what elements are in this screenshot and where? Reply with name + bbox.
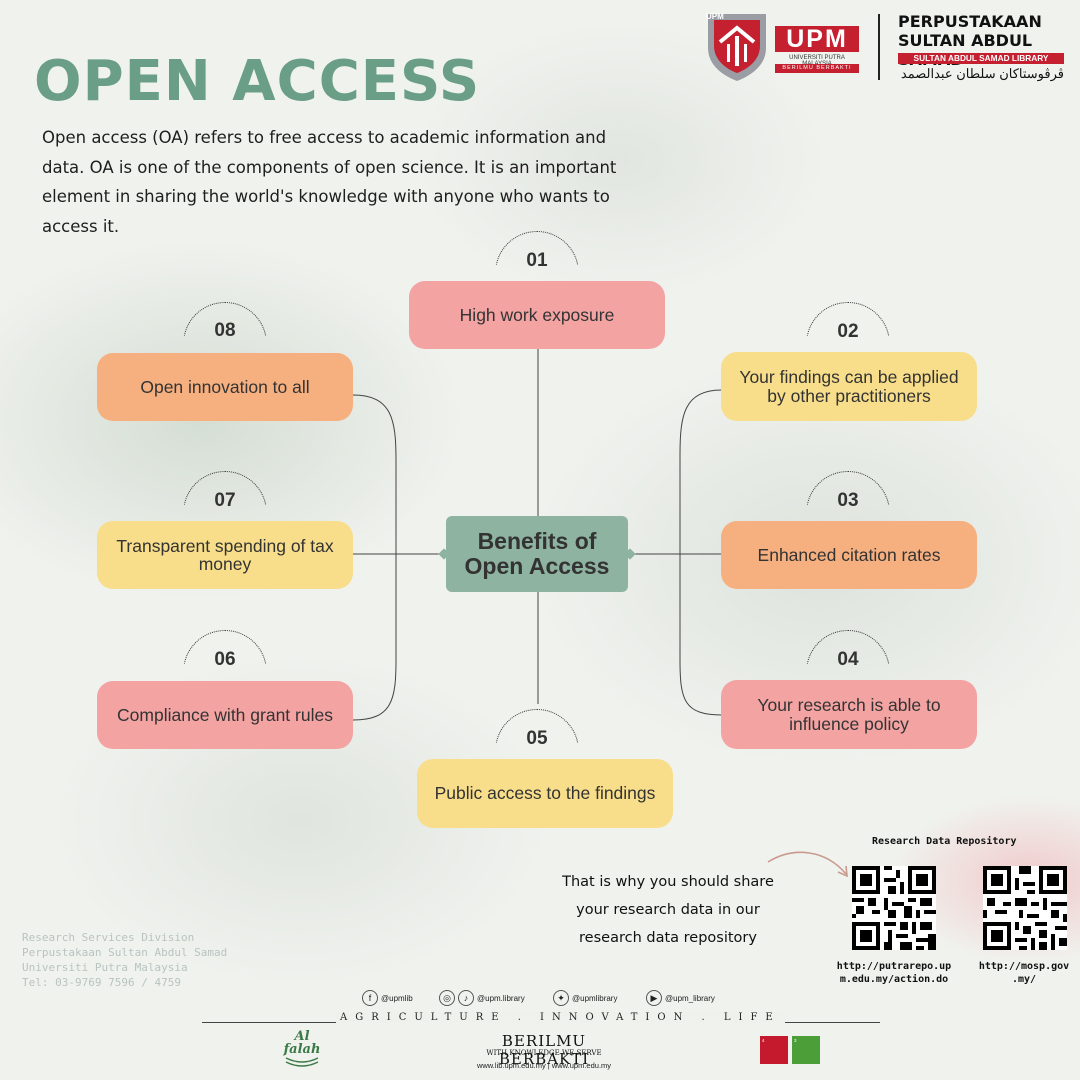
berilmu-berbakti-logo: BERILMU BERBAKTI <box>498 1032 590 1068</box>
cta-line: your research data in our <box>576 902 760 918</box>
contact-phone: Tel: 03-9769 7596 / 4759 <box>22 976 181 989</box>
social-handle: @upmlib <box>381 993 413 1003</box>
center-title-line2: Open Access <box>464 553 610 579</box>
social-handle: @upm_library <box>665 993 715 1003</box>
social-youtube[interactable]: ▶ @upm_library <box>646 988 715 1008</box>
instagram-icon: ◎ <box>439 990 455 1006</box>
facebook-icon: f <box>362 990 378 1006</box>
benefit-number: 04 <box>837 649 859 670</box>
repository-url-line: http://mosp.gov <box>978 961 1070 972</box>
repository-url-line: .my/ <box>1011 974 1037 985</box>
social-instagram-tiktok[interactable]: ◎ ♪ @upm.library <box>439 988 525 1008</box>
contact-line: Research Services Division <box>22 931 195 944</box>
qr-code-putrarepo[interactable] <box>852 866 936 950</box>
benefit-text: Your research is able to influence polic… <box>757 695 941 734</box>
library-name-english: SULTAN ABDUL SAMAD LIBRARY <box>898 53 1064 64</box>
benefit-number: 06 <box>214 649 236 670</box>
repository-title: Research Data Repository <box>872 836 1017 847</box>
page-title: OPEN ACCESS <box>34 49 481 114</box>
arrow-icon <box>767 851 848 878</box>
website-links[interactable]: www.lib.upm.edu.my | www.upm.edu.my <box>476 1061 612 1070</box>
cta-line: research data repository <box>579 930 757 946</box>
benefit-box: High work exposure <box>409 281 665 349</box>
benefit-number: 05 <box>526 728 548 749</box>
tiktok-icon: ♪ <box>458 990 474 1006</box>
library-name-jawi: ڤرڤوستاکان سلطان عبدالصمد <box>900 66 1064 81</box>
social-handle: @upmlibrary <box>572 993 618 1003</box>
alfalah-emblem-icon <box>285 1057 319 1067</box>
header-divider <box>878 14 880 80</box>
benefit-box: Public access to the findings <box>417 759 673 828</box>
benefit-number: 02 <box>837 321 859 342</box>
social-handle: @upm.library <box>477 993 525 1003</box>
benefit-text: Transparent spending of tax money <box>116 535 334 574</box>
cta-line: That is why you should share <box>562 874 774 890</box>
benefit-box: Your research is able to influence polic… <box>721 680 977 749</box>
berilmu-tagline: WITH KNOWLEDGE WE SERVE <box>486 1049 602 1057</box>
contact-line: Perpustakaan Sultan Abdul Samad <box>22 946 228 959</box>
benefit-text: High work exposure <box>459 304 615 325</box>
library-name-line1: PERPUSTAKAAN <box>898 12 1042 31</box>
cta-text: That is why you should share your resear… <box>530 868 806 952</box>
benefit-box: Enhanced citation rates <box>721 521 977 589</box>
alfalah-logo: Al falah <box>283 1029 321 1057</box>
sdg3-good-health-icon: 3 <box>792 1036 820 1064</box>
benefit-box: Compliance with grant rules <box>97 681 353 749</box>
intro-text: Open access (OA) refers to free access t… <box>42 128 617 236</box>
benefit-box: Open innovation to all <box>97 353 353 421</box>
upm-shield-logo <box>708 14 766 81</box>
upm-logo-letters: UPM <box>706 12 724 21</box>
benefit-text: Public access to the findings <box>434 783 656 804</box>
youtube-icon: ▶ <box>646 990 662 1006</box>
university-motto: AGRICULTURE . INNOVATION . LIFE <box>336 1012 785 1023</box>
qr-code-mosp[interactable] <box>983 866 1067 950</box>
benefit-number: 08 <box>214 320 236 341</box>
benefit-number: 03 <box>837 490 859 511</box>
repository-link-1[interactable]: http://putrarepo.up m.edu.my/action.do <box>826 960 962 986</box>
repository-url-line: http://putrarepo.up <box>836 961 952 972</box>
contact-info: Research Services Division Perpustakaan … <box>22 930 227 990</box>
benefit-number: 07 <box>214 490 236 511</box>
benefit-text: Enhanced citation rates <box>757 544 941 565</box>
twitter-icon: ✦ <box>553 990 569 1006</box>
benefit-box: Your findings can be applied by other pr… <box>721 352 977 421</box>
upm-tagline: BERILMU BERBAKTI <box>775 64 859 73</box>
benefit-number: 01 <box>526 250 548 271</box>
benefit-text: Compliance with grant rules <box>117 704 333 725</box>
benefit-box: Transparent spending of tax money <box>97 521 353 589</box>
contact-line: Universiti Putra Malaysia <box>22 961 188 974</box>
benefit-text: Your findings can be applied by other pr… <box>739 367 959 406</box>
repository-link-2[interactable]: http://mosp.gov .my/ <box>966 960 1080 986</box>
center-title-line1: Benefits of <box>477 528 597 554</box>
upm-wordmark: UPM <box>775 26 859 52</box>
social-twitter[interactable]: ✦ @upmlibrary <box>553 988 617 1008</box>
repository-url-line: m.edu.my/action.do <box>839 974 949 985</box>
benefit-text: Open innovation to all <box>140 376 310 397</box>
sdg4-quality-education-icon: 4 <box>760 1036 788 1064</box>
social-facebook[interactable]: f @upmlib <box>362 988 413 1008</box>
